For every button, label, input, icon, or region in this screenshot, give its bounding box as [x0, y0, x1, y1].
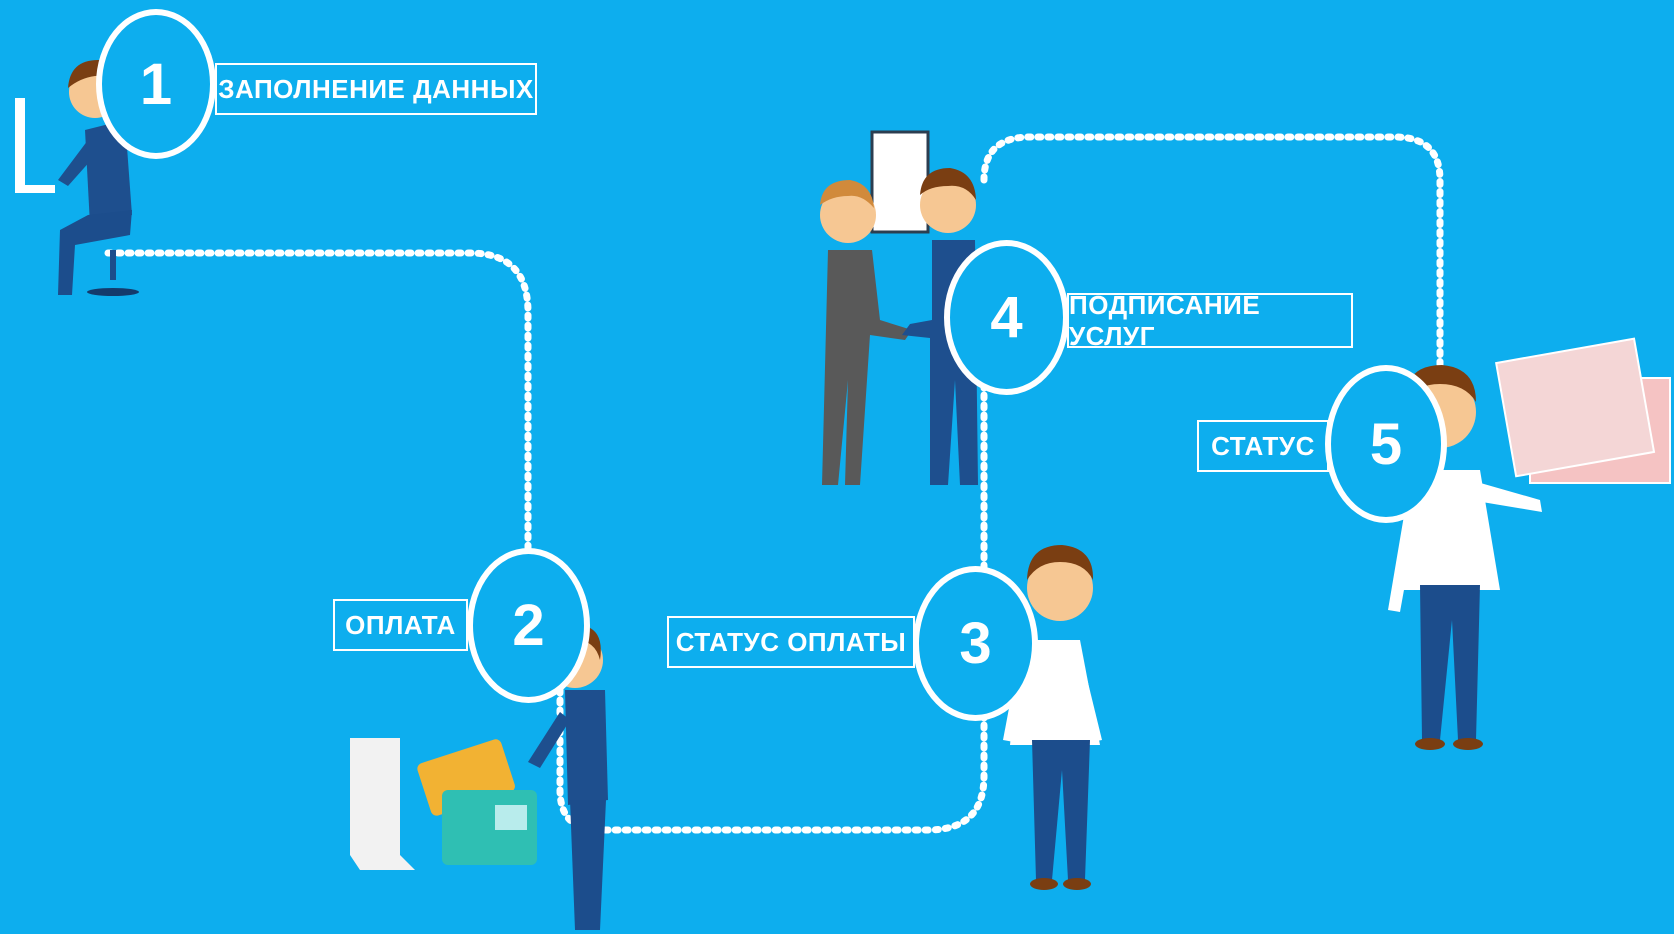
torso	[565, 690, 608, 805]
man-blue-head	[920, 177, 976, 233]
right-arm	[1072, 650, 1102, 742]
arm	[58, 140, 100, 186]
step-4-circle: 4	[944, 240, 1069, 395]
man-grey-suit	[822, 250, 912, 485]
man-grey-hair	[820, 180, 874, 208]
step-2-circle: 2	[467, 548, 590, 703]
step-5-number: 5	[1369, 411, 1403, 477]
step-5-label: СТАТУС	[1197, 420, 1329, 472]
step-3-number: 3	[959, 611, 992, 676]
laptop-keyboard	[15, 185, 55, 193]
man-blue-hair	[920, 168, 976, 200]
legs	[570, 800, 606, 930]
card-chip	[495, 805, 527, 830]
step-1-circle: 1	[96, 9, 216, 159]
chair-stem	[110, 250, 116, 280]
step-1-number: 1	[139, 51, 173, 117]
step-4-number: 4	[990, 285, 1023, 350]
shoe-right	[1063, 878, 1091, 890]
document-clipboard	[870, 130, 930, 234]
hair	[1404, 365, 1476, 402]
pants	[1032, 740, 1090, 880]
step-2-number: 2	[512, 593, 545, 658]
receipt	[350, 738, 415, 870]
step-5-circle: 5	[1325, 365, 1447, 523]
hair	[1027, 545, 1094, 580]
step-3-label: СТАТУС ОПЛАТЫ	[667, 616, 915, 668]
document-card	[1495, 337, 1656, 478]
man-grey-head	[820, 187, 876, 243]
head	[1027, 555, 1093, 621]
right-arm	[1470, 480, 1542, 512]
step-4-label: ПОДПИСАНИЕ УСЛУГ	[1067, 290, 1353, 351]
shoe-left	[1030, 878, 1058, 890]
pants	[1420, 585, 1480, 740]
chair-base	[87, 288, 139, 296]
step-3-circle: 3	[913, 566, 1038, 721]
shoe-right	[1453, 738, 1483, 750]
arm	[528, 712, 570, 768]
legs	[58, 210, 132, 295]
step-1-label: ЗАПОЛНЕНИЕ ДАННЫХ	[215, 63, 537, 115]
torso	[85, 120, 132, 225]
shoe-left	[1415, 738, 1445, 750]
step-2-label: ОПЛАТА	[333, 599, 468, 651]
process-path	[104, 133, 1444, 834]
laptop-screen	[15, 98, 25, 190]
